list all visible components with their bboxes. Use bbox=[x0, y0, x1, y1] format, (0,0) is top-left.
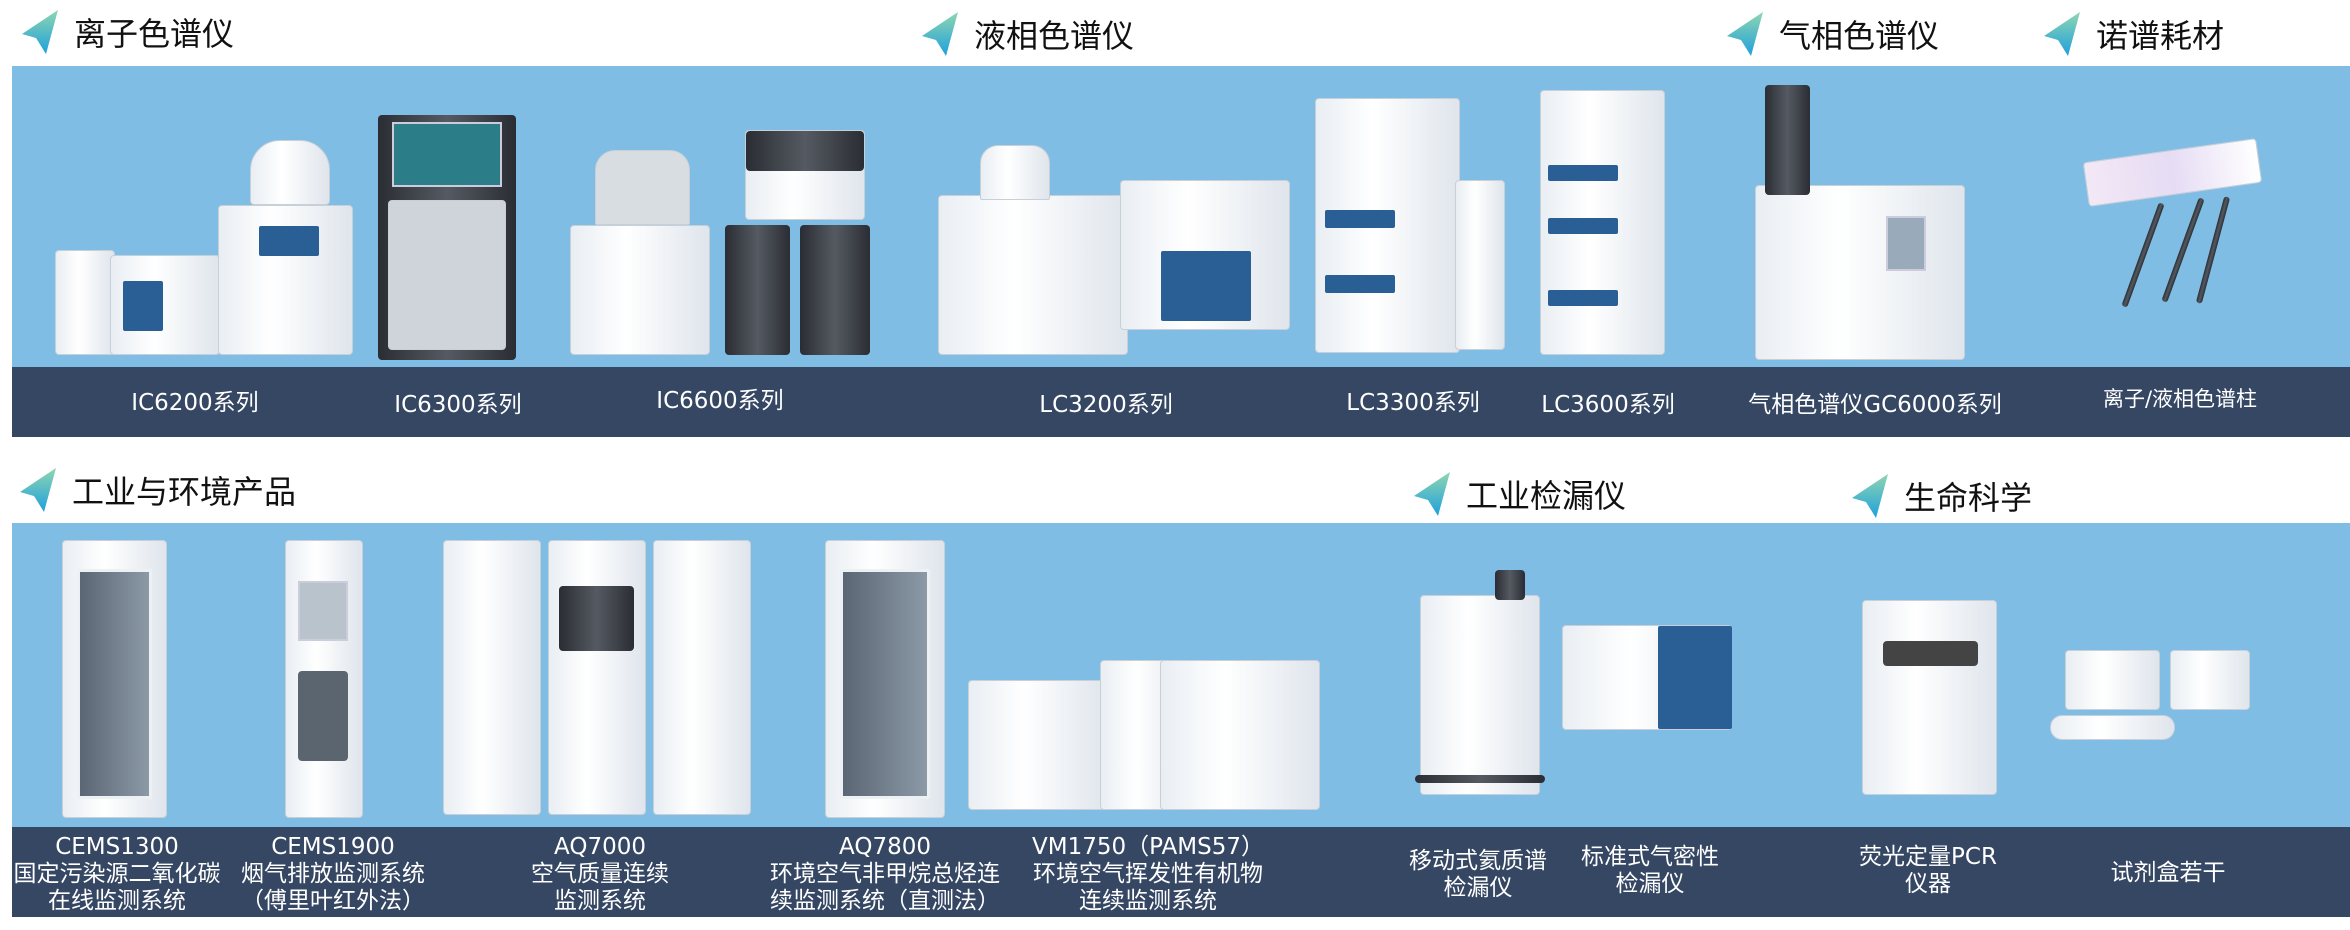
brand-arrow-icon bbox=[922, 12, 958, 56]
label-line: 移动式氦质谱 bbox=[1409, 848, 1547, 874]
label-line: AQ7800 bbox=[839, 834, 931, 860]
label-line: 环境空气非甲烷总烃连 bbox=[770, 861, 1000, 887]
product-label-lc3600[interactable]: LC3600系列 bbox=[1541, 392, 1675, 418]
product-label-ic6200[interactable]: IC6200系列 bbox=[131, 390, 259, 416]
product-label-mobile-leak-detector[interactable]: 移动式氦质谱 检漏仪 bbox=[1409, 848, 1547, 902]
label-bar-bottom bbox=[12, 827, 2350, 917]
label-line: 在线监测系统 bbox=[48, 888, 186, 914]
label-line: 检漏仪 bbox=[1615, 871, 1685, 897]
label-line: 国定污染源二氧化碳 bbox=[13, 861, 221, 887]
product-label-cems1300[interactable]: CEMS1300 国定污染源二氧化碳 在线监测系统 bbox=[14, 834, 221, 915]
label-line: 监测系统 bbox=[554, 888, 646, 914]
product-label-standard-leak-detector[interactable]: 标准式气密性 检漏仪 bbox=[1581, 844, 1719, 898]
product-label-lc3300[interactable]: LC3300系列 bbox=[1346, 390, 1480, 416]
product-label-aq7000[interactable]: AQ7000 空气质量连续 监测系统 bbox=[531, 834, 669, 915]
section-life-science: 生命科学 bbox=[1850, 472, 2032, 520]
brand-arrow-icon bbox=[2044, 12, 2080, 56]
section-industrial-environment: 工业与环境产品 bbox=[18, 466, 296, 514]
section-consumables: 诺谱耗材 bbox=[2042, 10, 2224, 58]
label-line: CEMS1300 bbox=[55, 834, 179, 860]
section-leak-detector: 工业检漏仪 bbox=[1412, 470, 1626, 518]
product-label-pcr[interactable]: 荧光定量PCR 仪器 bbox=[1859, 844, 1997, 898]
section-ion-chromatography: 离子色谱仪 bbox=[20, 8, 234, 56]
brand-arrow-icon bbox=[1727, 12, 1763, 56]
label-line: 烟气排放监测系统 bbox=[241, 861, 425, 887]
label-line: CEMS1900 bbox=[271, 834, 395, 860]
product-label-columns[interactable]: 离子/液相色谱柱 bbox=[2102, 387, 2258, 411]
label-line: 试剂盒若干 bbox=[2110, 860, 2226, 886]
brand-arrow-icon bbox=[22, 10, 58, 54]
product-label-ic6300[interactable]: IC6300系列 bbox=[394, 392, 522, 418]
section-title: 离子色谱仪 bbox=[74, 15, 235, 53]
product-label-ic6600[interactable]: IC6600系列 bbox=[656, 388, 784, 414]
label-line: 续监测系统（直测法） bbox=[770, 888, 1000, 914]
product-label-aq7800[interactable]: AQ7800 环境空气非甲烷总烃连 续监测系统（直测法） bbox=[770, 834, 1000, 915]
label-bar-top bbox=[12, 367, 2350, 437]
label-line: AQ7000 bbox=[554, 834, 646, 860]
label-line: VM1750（PAMS57） bbox=[1032, 834, 1264, 860]
brand-arrow-icon bbox=[1852, 474, 1888, 518]
section-liquid-chromatography: 液相色谱仪 bbox=[920, 10, 1134, 58]
label-line: 仪器 bbox=[1904, 871, 1951, 897]
product-label-gc6000[interactable]: 气相色谱仪GC6000系列 bbox=[1748, 392, 2002, 418]
section-title: 气相色谱仪 bbox=[1779, 17, 1940, 55]
label-line: 环境空气挥发性有机物 bbox=[1033, 861, 1263, 887]
label-line: 检漏仪 bbox=[1443, 875, 1513, 901]
product-label-lc3200[interactable]: LC3200系列 bbox=[1039, 392, 1173, 418]
label-line: （傅里叶红外法） bbox=[241, 888, 425, 914]
section-gas-chromatography: 气相色谱仪 bbox=[1725, 10, 1939, 58]
product-label-cems1900[interactable]: CEMS1900 烟气排放监测系统 （傅里叶红外法） bbox=[241, 834, 425, 915]
label-line: 连续监测系统 bbox=[1079, 888, 1217, 914]
section-title: 液相色谱仪 bbox=[974, 17, 1135, 55]
product-label-vm1750[interactable]: VM1750（PAMS57） 环境空气挥发性有机物 连续监测系统 bbox=[1032, 834, 1264, 915]
section-title: 工业与环境产品 bbox=[72, 473, 297, 511]
brand-arrow-icon bbox=[20, 468, 56, 512]
section-title: 工业检漏仪 bbox=[1466, 477, 1627, 515]
section-title: 生命科学 bbox=[1904, 479, 2033, 517]
brand-arrow-icon bbox=[1414, 472, 1450, 516]
label-line: 空气质量连续 bbox=[531, 861, 669, 887]
label-line: 荧光定量PCR bbox=[1859, 844, 1997, 870]
product-label-reagent-kits[interactable]: 试剂盒若干 bbox=[2111, 860, 2226, 887]
label-line: 标准式气密性 bbox=[1581, 844, 1719, 870]
section-title: 诺谱耗材 bbox=[2096, 17, 2225, 55]
